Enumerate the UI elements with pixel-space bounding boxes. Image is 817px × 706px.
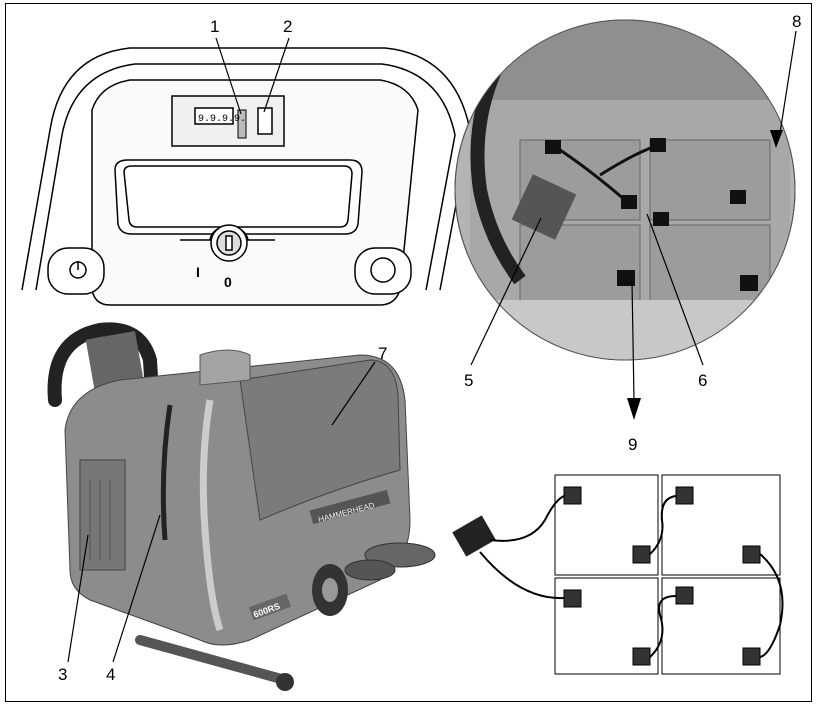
control-panel-drawing [21, 47, 471, 306]
scrubber-machine-photo [47, 322, 436, 691]
callout-6: 6 [698, 371, 708, 390]
battery-wiring-diagram [452, 474, 784, 675]
figure-frame [5, 3, 812, 702]
arrowhead-8 [770, 130, 783, 148]
key-switch-on-label: I [196, 264, 200, 280]
callout-8: 8 [792, 12, 802, 31]
battery-compartment-photo [454, 19, 796, 361]
panel-display-readout: 9.9.9.9. [198, 114, 246, 125]
key-switch-off-label: 0 [224, 274, 232, 290]
callout-5: 5 [464, 371, 474, 390]
leader-lines [67, 30, 797, 663]
callout-1: 1 [210, 17, 220, 36]
callout-9: 9 [628, 435, 638, 454]
arrowhead-9 [627, 398, 641, 420]
callout-2: 2 [283, 17, 293, 36]
callout-4: 4 [106, 665, 116, 684]
callout-7: 7 [378, 344, 388, 363]
callout-3: 3 [58, 665, 68, 684]
